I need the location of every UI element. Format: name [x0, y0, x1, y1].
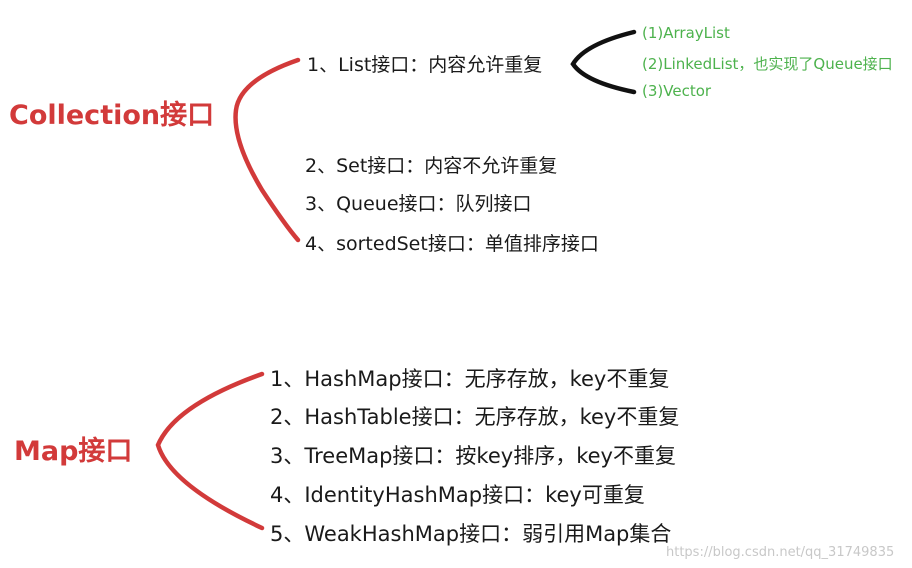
map-item-hashtable: 2、HashTable接口：无序存放，key不重复: [270, 405, 680, 429]
list-impl-arraylist: (1)ArrayList: [642, 24, 730, 42]
list-impl-vector: (3)Vector: [642, 82, 712, 100]
list-brace: [570, 29, 637, 95]
collection-title: Collection接口: [9, 100, 215, 131]
list-impl-linkedlist: (2)LinkedList，也实现了Queue接口: [642, 55, 893, 73]
map-item-treemap: 3、TreeMap接口：按key排序，key不重复: [270, 444, 676, 468]
map-item-identityhashmap: 4、IdentityHashMap接口：key可重复: [270, 483, 645, 507]
map-title: Map接口: [14, 436, 133, 467]
collection-item-queue: 3、Queue接口：队列接口: [305, 193, 532, 215]
collection-item-sortedset: 4、sortedSet接口：单值排序接口: [305, 233, 599, 255]
map-brace: [155, 371, 265, 531]
map-item-weakhashmap: 5、WeakHashMap接口：弱引用Map集合: [270, 522, 672, 546]
collection-item-set: 2、Set接口：内容不允许重复: [305, 155, 558, 177]
watermark: https://blog.csdn.net/qq_31749835: [666, 545, 895, 560]
collection-item-list: 1、List接口：内容允许重复: [307, 54, 543, 76]
map-item-hashmap: 1、HashMap接口：无序存放，key不重复: [270, 367, 670, 391]
collection-brace: [233, 57, 301, 243]
